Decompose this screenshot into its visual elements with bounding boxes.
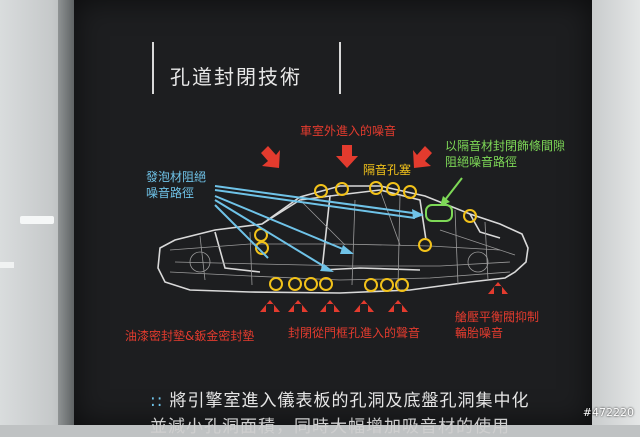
car-body-outline [157, 185, 529, 294]
label-outside-noise: 車室外進入的噪音 [300, 124, 397, 138]
label-trim-gap-line2: 阻絕噪音路徑 [445, 155, 518, 169]
seal-markers [254, 181, 477, 292]
bullet-icon: :: [150, 391, 164, 411]
label-sound-plug: 隔音孔塞 [363, 163, 412, 177]
noise-path-arrows [214, 185, 421, 271]
label-foam-line1: 發泡材阻絕 [146, 170, 207, 184]
display-banner [74, 0, 592, 425]
banner-stand-edge [58, 0, 74, 425]
label-shock-line1: 艙壓平衡閥抑制 [455, 310, 540, 324]
label-shock-line2: 輪胎噪音 [455, 326, 504, 340]
ceiling-light-secondary [0, 262, 14, 268]
label-foam-line2: 噪音路徑 [146, 186, 195, 200]
trim-gap-marker [425, 204, 453, 222]
bottom-line1-text: 將引擎室進入儀表板的孔洞及底盤孔洞集中化 [169, 391, 530, 411]
title-frame [152, 42, 341, 94]
car-structure-lines [169, 189, 516, 289]
watermark: #472220 [582, 406, 634, 419]
label-trim-gap-line1: 以隔音材封閉飾條間隙 [445, 139, 566, 153]
noise-entry-arrows [260, 145, 508, 312]
green-pointer-arrow [444, 177, 463, 201]
right-wall [592, 0, 640, 425]
car-diagram [157, 145, 529, 312]
bottom-text-line1: ::將引擎室進入儀表板的孔洞及底盤孔洞集中化 [150, 386, 529, 411]
banner-title: 孔道封閉技術 [170, 65, 302, 89]
label-paint-seal: 油漆密封墊&鈑金密封墊 [125, 329, 255, 343]
ceiling-light [20, 216, 54, 224]
label-door-frame: 封閉從門框孔進入的聲音 [288, 326, 421, 340]
